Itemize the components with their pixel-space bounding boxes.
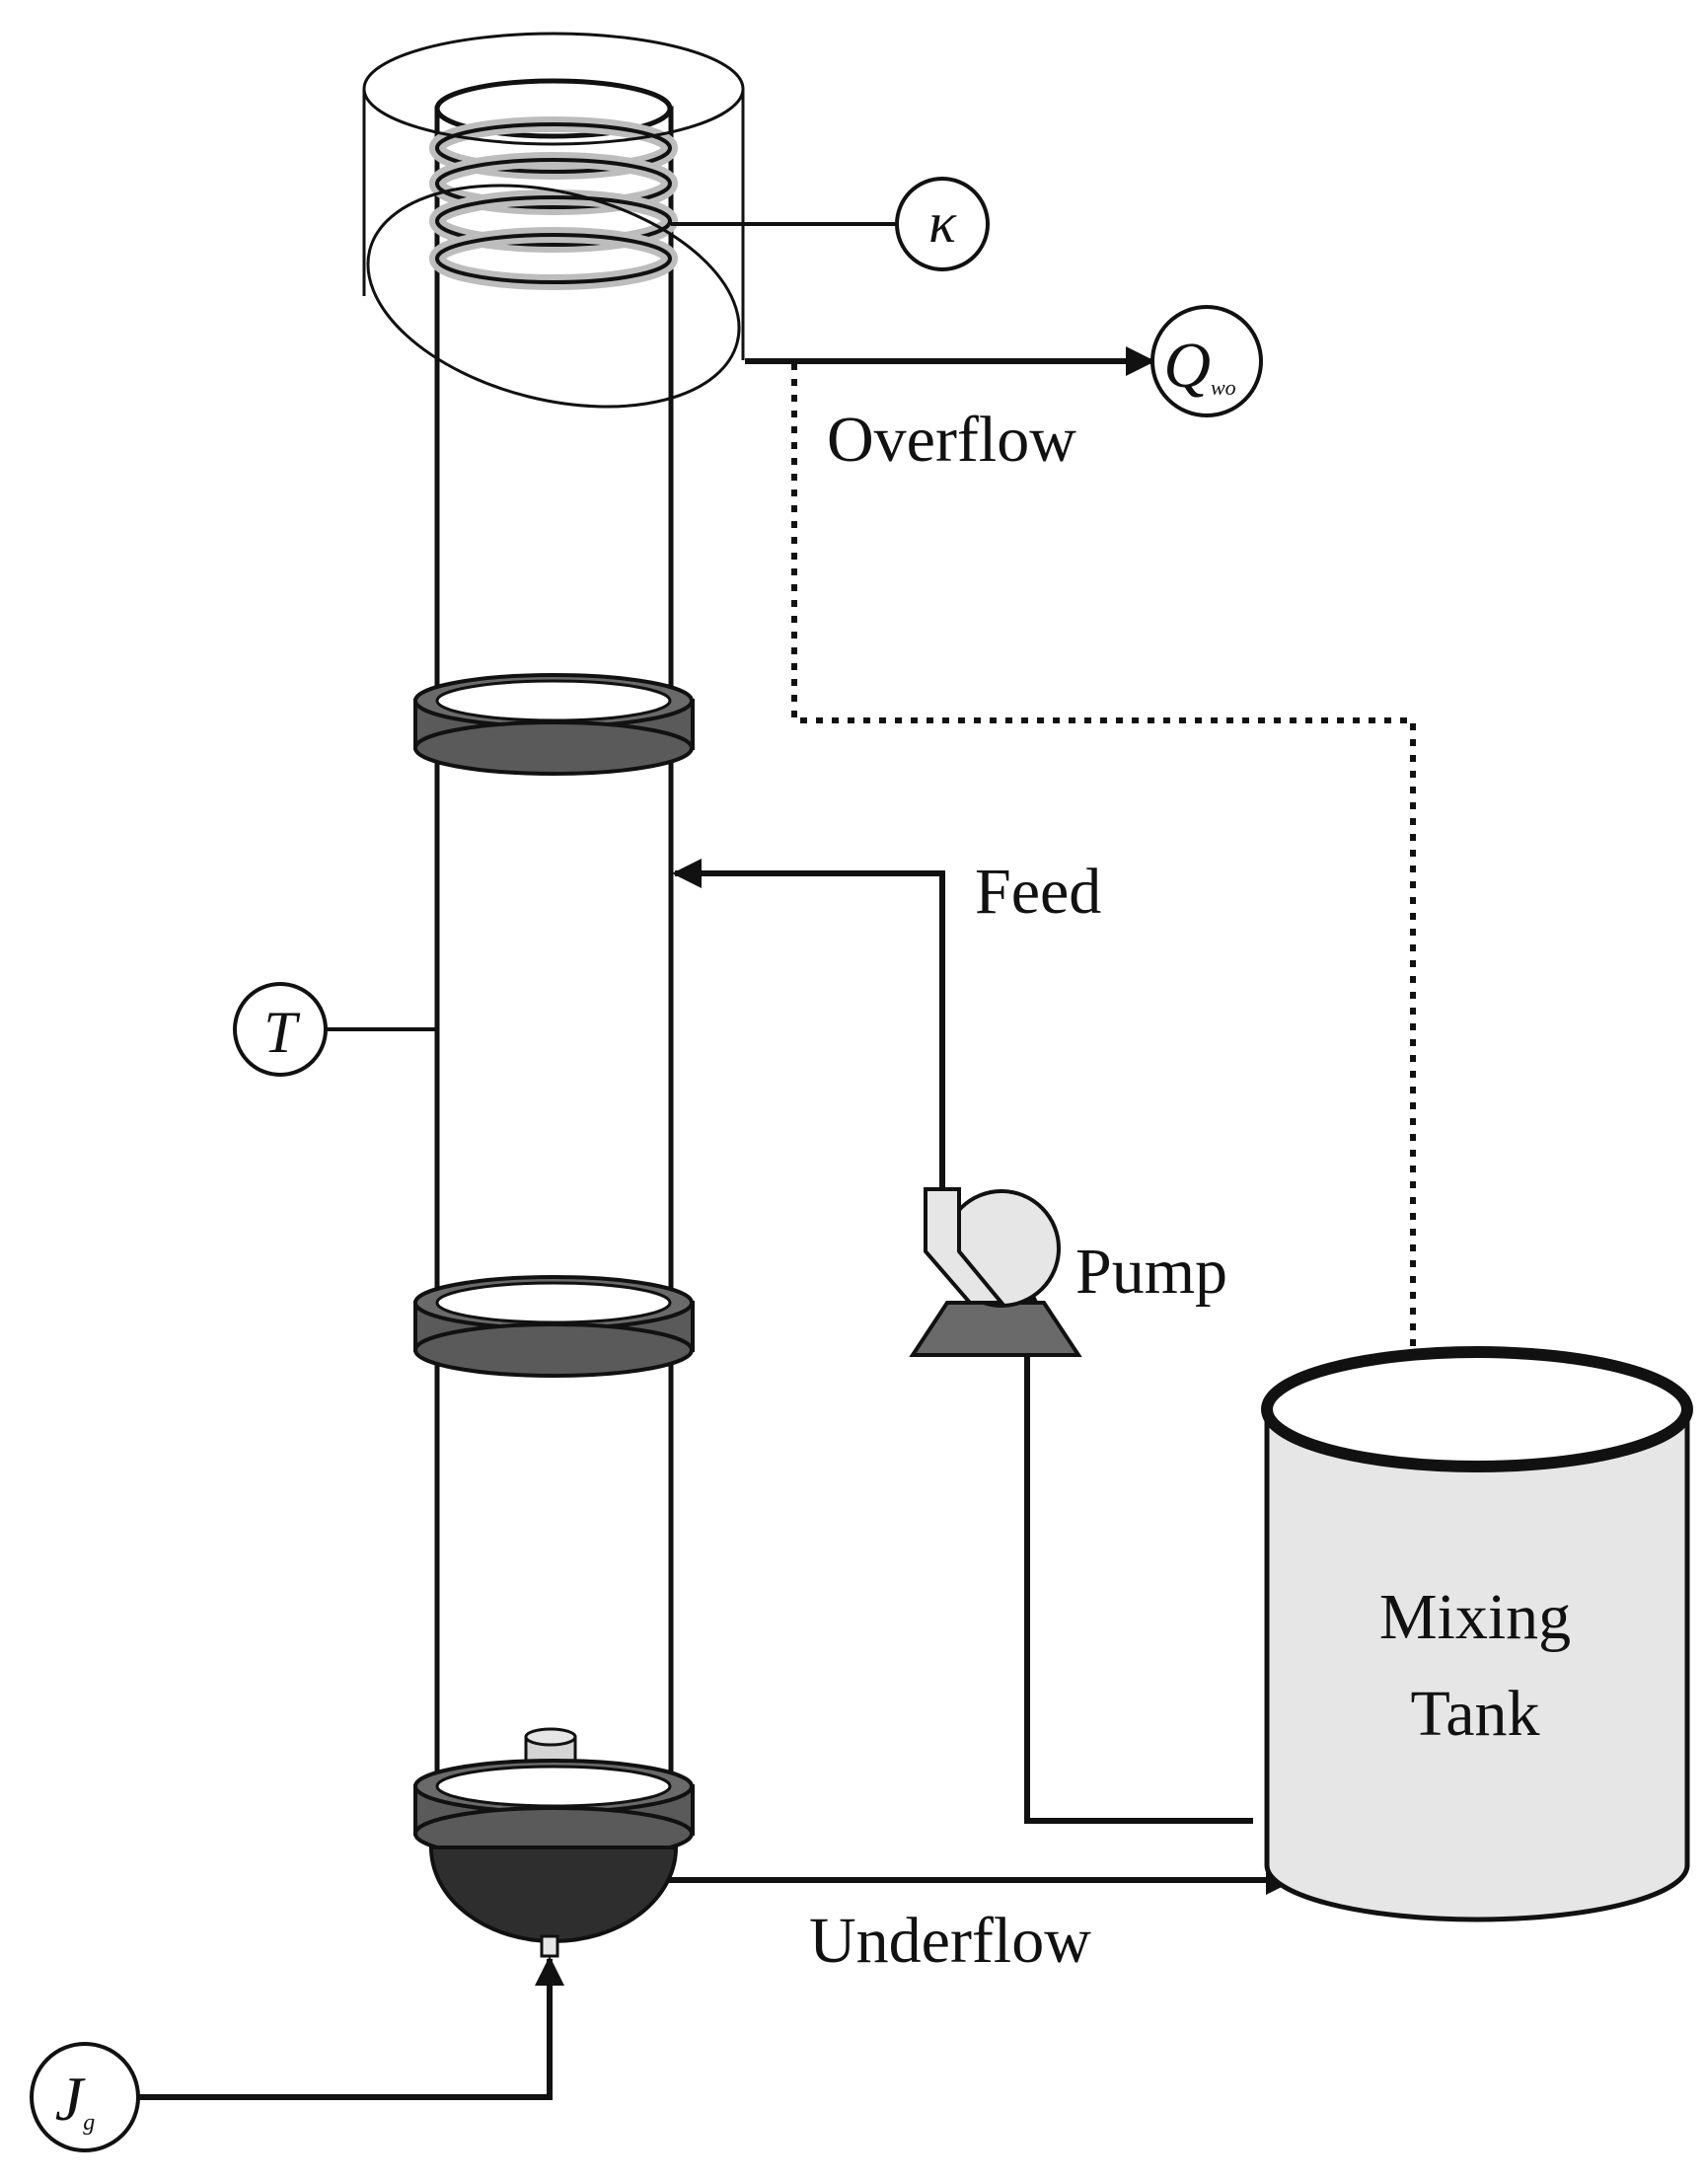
gas-nozzle <box>540 1934 559 1958</box>
mixing-tank: Mixing Tank <box>1261 1346 1693 1922</box>
pump-discharge <box>924 1187 1006 1305</box>
temperature-symbol: T <box>263 1000 300 1065</box>
flange-middle <box>413 1275 695 1378</box>
underflow-label: Underflow <box>809 1905 1091 1977</box>
flange-lower <box>413 1759 695 1861</box>
qwo-sensor: Qwo <box>1150 305 1263 417</box>
column-tube <box>434 106 674 1848</box>
qwo-subscript: wo <box>1211 375 1236 400</box>
tank-top <box>1261 1346 1693 1472</box>
suction-line <box>1012 1280 1253 1824</box>
pump <box>909 1187 1082 1357</box>
wash-water-rings <box>429 116 678 290</box>
kappa-symbol: κ <box>928 190 957 255</box>
svg-text:Jg: Jg <box>55 2064 95 2136</box>
jg-main-symbol: J <box>55 2064 86 2134</box>
pump-stand <box>909 1301 1082 1357</box>
gas-inlet-line <box>138 1956 564 2100</box>
kappa-sensor: κ <box>895 177 990 271</box>
feed-label: Feed <box>975 856 1101 928</box>
column <box>362 32 745 1958</box>
qwo-main-symbol: Q <box>1163 330 1211 402</box>
svg-text:Qwo: Qwo <box>1163 330 1235 402</box>
temperature-sensor: T <box>233 982 328 1077</box>
jg-sensor: Jg <box>30 2042 140 2152</box>
overflow-label: Overflow <box>827 404 1076 476</box>
tank-label-line1: Mixing <box>1379 1581 1571 1653</box>
tank-label-line2: Tank <box>1410 1678 1539 1750</box>
jg-subscript: g <box>83 2110 95 2136</box>
flange-upper <box>413 673 695 776</box>
tank-body <box>1264 1406 1690 1922</box>
pump-label: Pump <box>1075 1236 1227 1308</box>
column-base <box>428 1845 679 1943</box>
overflow-return-line <box>791 363 1428 1414</box>
feed-line <box>672 859 945 1189</box>
